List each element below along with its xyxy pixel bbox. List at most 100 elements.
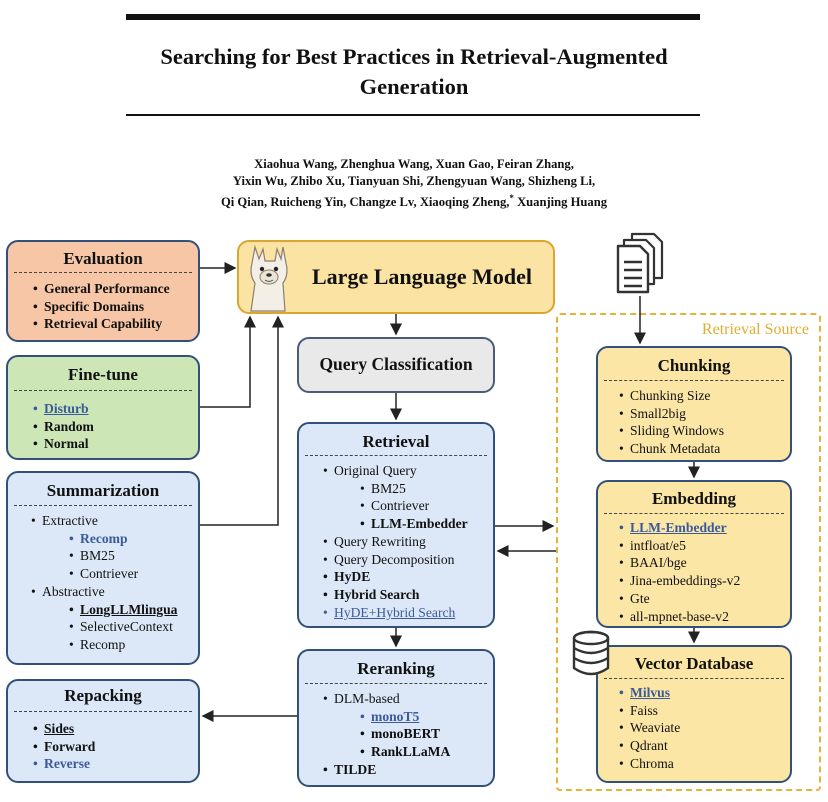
- chunking-box: Chunking Chunking Size Small2big Sliding…: [596, 346, 792, 462]
- reranking-list: DLM-based monoT5 monoBERT RankLLaMA TILD…: [323, 690, 493, 779]
- summarization-box: Summarization Extractive Recomp BM25 Con…: [6, 471, 200, 665]
- query-classification-title: Query Classification: [319, 354, 473, 374]
- retrieval-title: Retrieval: [362, 432, 430, 451]
- evaluation-box: Evaluation General Performance Specific …: [6, 240, 200, 342]
- paper-title-line-1: Searching for Best Practices in Retrieva…: [160, 44, 668, 69]
- reranking-divider: [305, 683, 487, 684]
- author-line-2: Yixin Wu, Zhibo Xu, Tianyuan Shi, Zhengy…: [232, 174, 596, 188]
- list-item: Retrieval Capability: [33, 315, 198, 333]
- list-item: HyDE+Hybrid Search: [323, 604, 493, 622]
- list-item: Small2big: [619, 405, 790, 423]
- top-rule: [126, 14, 700, 20]
- list-item: Jina-embeddings-v2: [619, 572, 790, 590]
- author-line-3-text: Qi Qian, Ruicheng Yin, Changze Lv, Xiaoq…: [220, 195, 510, 210]
- list-item: Random: [33, 418, 198, 436]
- documents-icon: [616, 232, 664, 294]
- paper-title: Searching for Best Practices in Retrieva…: [110, 42, 718, 102]
- list-item: Gte: [619, 590, 790, 608]
- list-item: monoT5: [360, 708, 493, 726]
- list-item: RankLLaMA: [360, 743, 493, 761]
- list-item: Hybrid Search: [323, 586, 493, 604]
- retrieval-box: Retrieval Original Query BM25 Contriever…: [297, 422, 495, 628]
- corresponding-author-mark: *: [509, 193, 514, 203]
- list-item: Faiss: [619, 702, 790, 720]
- finetune-title: Fine-tune: [68, 365, 138, 384]
- repacking-divider: [14, 711, 192, 712]
- evaluation-title: Evaluation: [63, 249, 143, 268]
- list-item: Recomp: [69, 530, 198, 548]
- database-icon: [572, 630, 610, 676]
- list-item: Sides: [33, 720, 198, 738]
- vector-database-box: Vector Database Milvus Faiss Weaviate Qd…: [596, 645, 792, 783]
- list-item: BAAI/bge: [619, 554, 790, 572]
- list-item: Query Decomposition: [323, 551, 493, 569]
- list-item: Recomp: [69, 636, 198, 654]
- list-item: DLM-based: [323, 690, 493, 708]
- retrieval-list: Original Query BM25 Contriever LLM-Embed…: [323, 462, 493, 622]
- retrieval-source-label: Retrieval Source: [701, 321, 809, 338]
- list-item: Query Rewriting: [323, 533, 493, 551]
- llm-title: Large Language Model: [312, 264, 532, 289]
- list-item: Contriever: [360, 497, 493, 515]
- finetune-box: Fine-tune Disturb Random Normal: [6, 355, 200, 460]
- repacking-box: Repacking Sides Forward Reverse: [6, 679, 200, 783]
- vector-database-divider: [604, 678, 784, 679]
- finetune-to-llm-arrow: [200, 315, 256, 408]
- author-list: Xiaohua Wang, Zhenghua Wang, Xuan Gao, F…: [100, 156, 728, 211]
- llama-icon: [250, 244, 288, 312]
- list-item: TILDE: [323, 761, 493, 779]
- evaluation-list: General Performance Specific Domains Ret…: [33, 280, 198, 333]
- embedding-list: LLM-Embedder intfloat/e5 BAAI/bge Jina-e…: [619, 519, 790, 626]
- list-item: Milvus: [619, 684, 790, 702]
- list-item: SelectiveContext: [69, 618, 198, 636]
- repacking-title: Repacking: [64, 686, 142, 705]
- evaluation-divider: [14, 272, 192, 273]
- llm-box: Large Language Model: [237, 240, 555, 314]
- list-item: Qdrant: [619, 737, 790, 755]
- list-item: Chroma: [619, 755, 790, 773]
- author-line-3-tail: Xuanjing Huang: [513, 195, 608, 210]
- list-item: HyDE: [323, 568, 493, 586]
- chunking-list: Chunking Size Small2big Sliding Windows …: [619, 387, 790, 458]
- repacking-list: Sides Forward Reverse: [33, 720, 198, 773]
- list-item: monoBERT: [360, 725, 493, 743]
- summarization-divider: [14, 505, 192, 506]
- vector-database-list: Milvus Faiss Weaviate Qdrant Chroma: [619, 684, 790, 773]
- list-item: Chunk Metadata: [619, 440, 790, 458]
- list-item: Contriever: [69, 565, 198, 583]
- vector-database-title: Vector Database: [634, 654, 754, 673]
- list-item: LongLLMlingua: [69, 601, 198, 619]
- list-item: Chunking Size: [619, 387, 790, 405]
- summarization-list: Extractive Recomp BM25 Contriever Abstra…: [31, 512, 198, 654]
- summarization-to-llm-arrow: [200, 315, 284, 526]
- list-item: Disturb: [33, 400, 198, 418]
- author-line-1: Xiaohua Wang, Zhenghua Wang, Xuan Gao, F…: [254, 157, 574, 171]
- query-classification-box: Query Classification: [297, 337, 495, 393]
- retrieval-source-region: Retrieval Source: [556, 313, 821, 791]
- embedding-title: Embedding: [651, 489, 737, 508]
- list-item: Forward: [33, 738, 198, 756]
- list-item: Sliding Windows: [619, 422, 790, 440]
- list-item: LLM-Embedder: [619, 519, 790, 537]
- reranking-title: Reranking: [357, 659, 435, 678]
- list-item: Extractive: [31, 512, 198, 530]
- list-item: General Performance: [33, 280, 198, 298]
- list-item: Abstractive: [31, 583, 198, 601]
- finetune-divider: [14, 390, 192, 391]
- list-item: BM25: [69, 547, 198, 565]
- chunking-title: Chunking: [657, 356, 731, 375]
- list-item: all-mpnet-base-v2: [619, 608, 790, 626]
- list-item: Reverse: [33, 755, 198, 773]
- title-bottom-rule: [126, 114, 700, 116]
- finetune-list: Disturb Random Normal: [33, 400, 198, 453]
- list-item: LLM-Embedder: [360, 515, 493, 533]
- author-line-3: Qi Qian, Ruicheng Yin, Changze Lv, Xiaoq…: [100, 190, 728, 211]
- list-item: Normal: [33, 435, 198, 453]
- list-item: Specific Domains: [33, 298, 198, 316]
- list-item: intfloat/e5: [619, 537, 790, 555]
- reranking-box: Reranking DLM-based monoT5 monoBERT Rank…: [297, 649, 495, 787]
- summarization-title: Summarization: [46, 481, 160, 500]
- retrieval-divider: [305, 455, 487, 456]
- list-item: Original Query: [323, 462, 493, 480]
- chunking-divider: [604, 380, 784, 381]
